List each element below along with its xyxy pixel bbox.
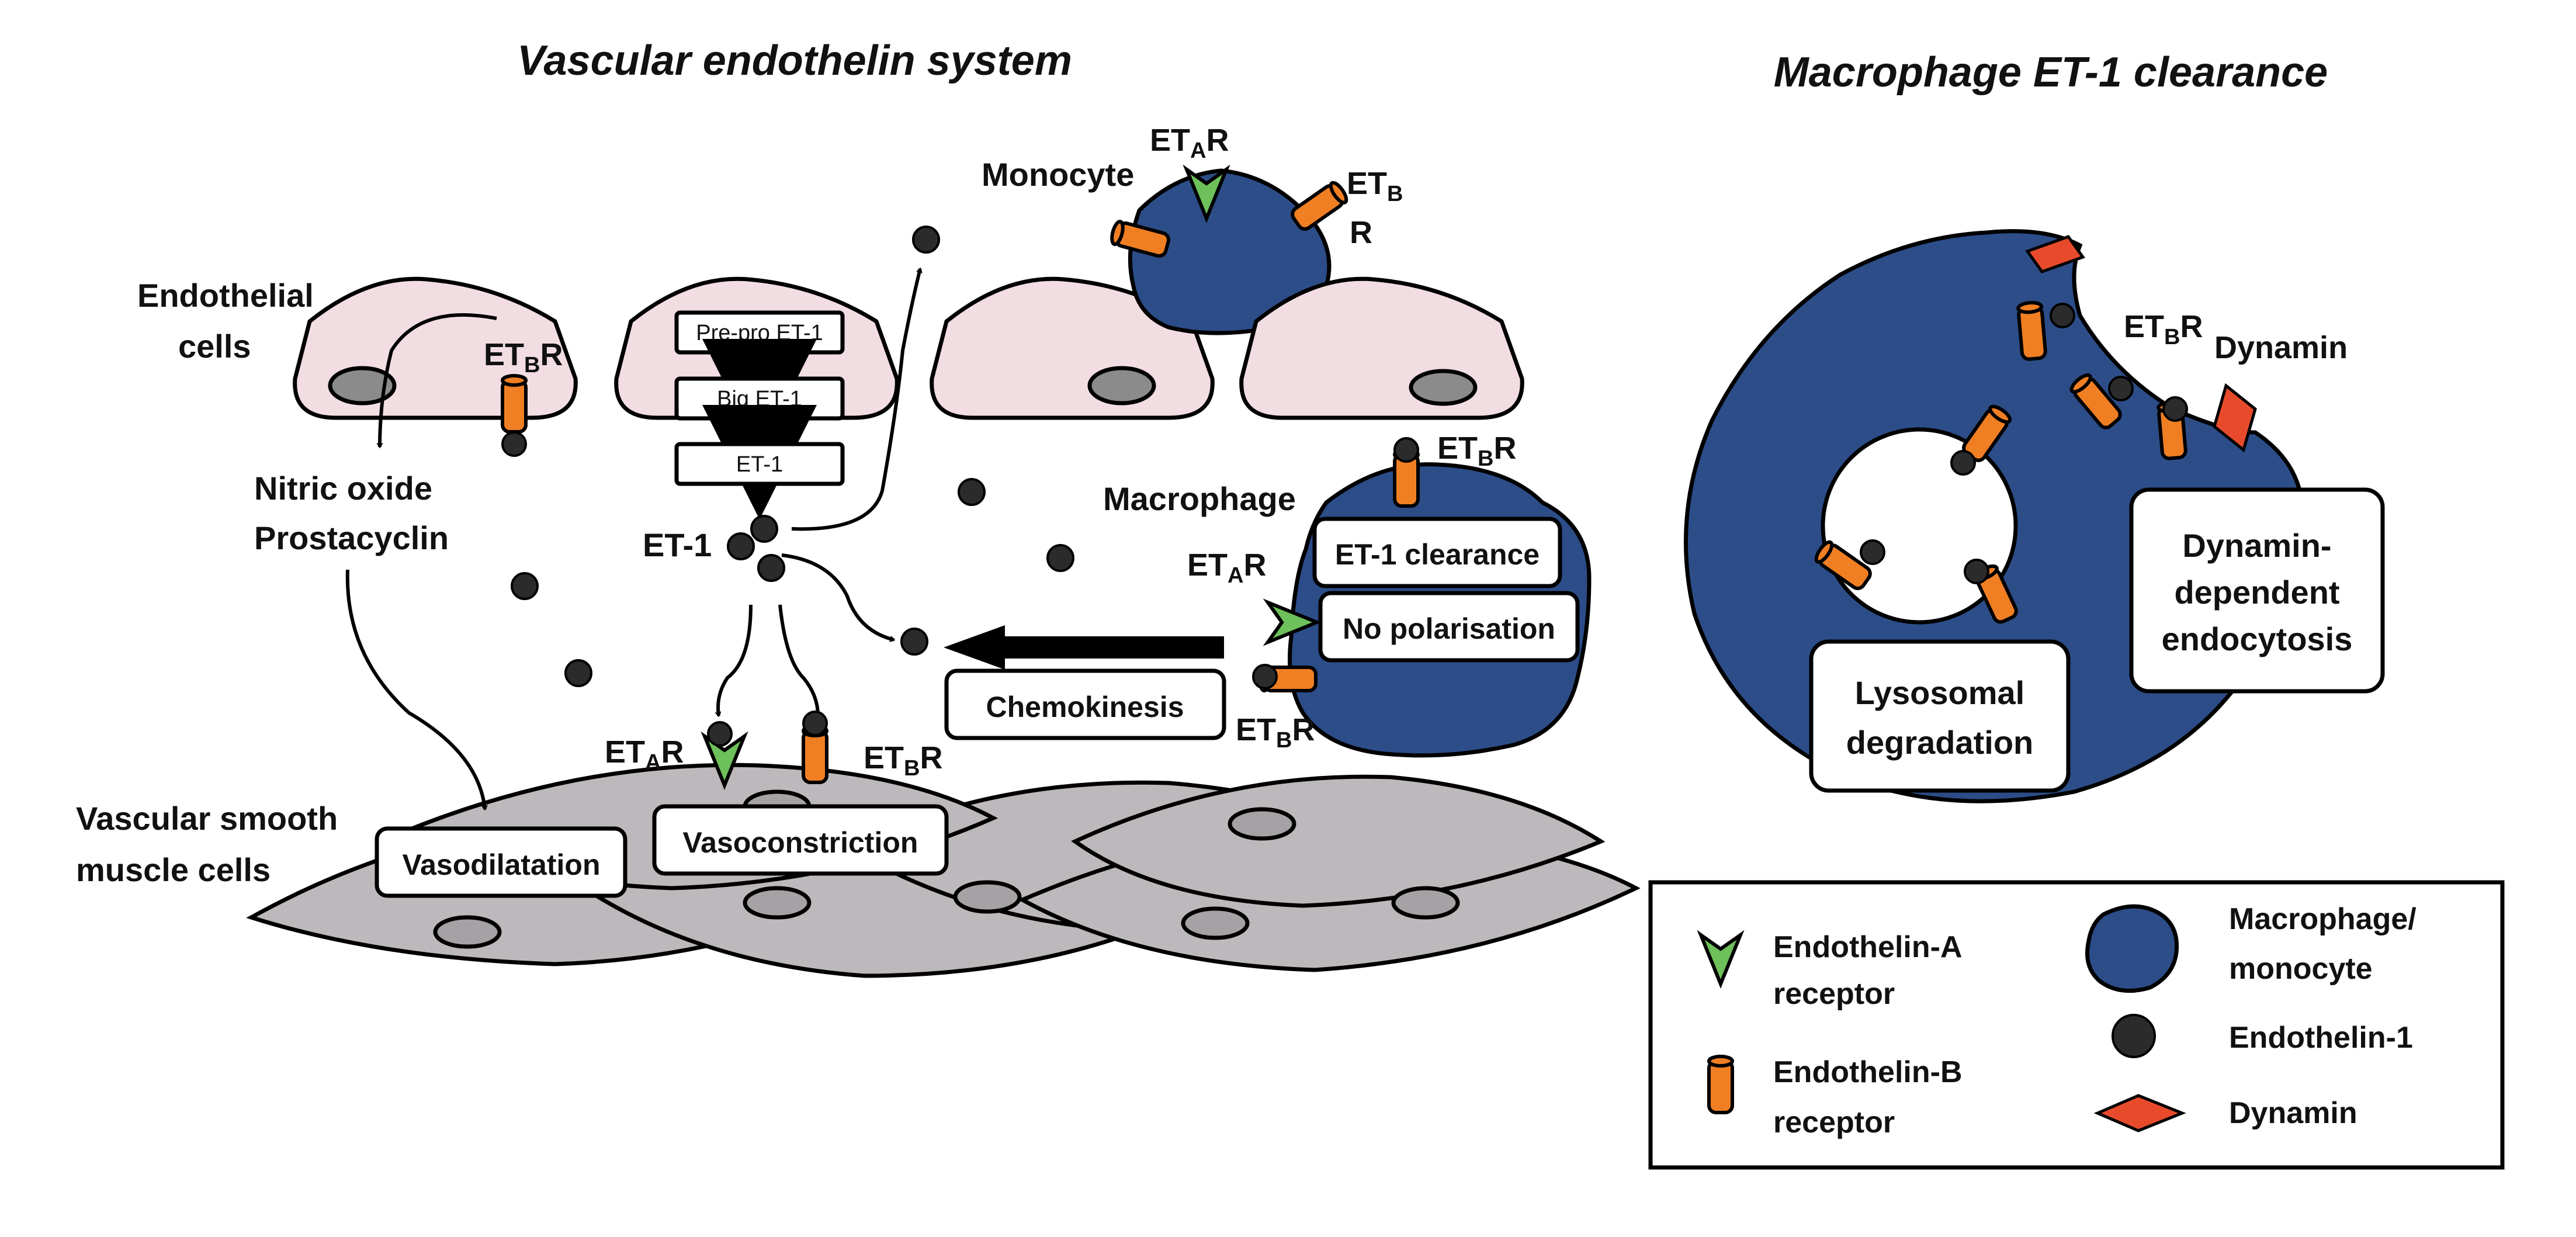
monocyte-etb-receptor-right [1289, 181, 1349, 232]
monocyte-etb-label: ETB [1347, 166, 1403, 206]
legend-eta-line2: receptor [1773, 977, 1895, 1011]
dynamin-right [2213, 383, 2257, 453]
et1-text: ET-1 [736, 452, 783, 477]
macrophage-eta-label: ETAR [1187, 548, 1266, 588]
monocyte-eta-label: ETAR [1150, 123, 1229, 163]
dynamin-dep-text-1: Dynamin- [2182, 527, 2331, 564]
no-polarisation-box [1318, 591, 1580, 663]
dynamin-endocytosis-box [2129, 487, 2385, 694]
vsmc-label-line2: muscle cells [76, 851, 271, 888]
et1-clearance-box [1312, 517, 1562, 588]
macrophage-etb-label-left: ETBR [1236, 712, 1315, 753]
clearance-dynamin-label: Dynamin [2214, 330, 2348, 365]
legend-mac-line2: monocyte [2229, 952, 2373, 986]
clearance-etb-label: ETBR [2124, 309, 2203, 349]
vasodilatation-box [375, 826, 627, 898]
legend-dynamin-icon [2093, 1094, 2186, 1132]
et1-to-etb-arrow [778, 604, 818, 716]
legend-etb-line2: receptor [1773, 1106, 1895, 1139]
endothelial-etb-receptor [502, 376, 526, 432]
legend-et1-icon [2112, 1014, 2156, 1058]
etb-signal-arrow [380, 313, 497, 447]
legend-et1-text: Endothelin-1 [2229, 1021, 2413, 1055]
chemokinesis-box [944, 668, 1226, 740]
vsmc-eta-label: ETAR [605, 734, 684, 775]
legend-box [1648, 880, 2505, 1170]
legend-etb-line1: Endothelin-B [1773, 1055, 1963, 1089]
legend-mac-line1: Macrophage/ [2229, 902, 2416, 936]
macrophage-etb-label-top: ETBR [1437, 431, 1516, 471]
big-et1-text: Big ET-1 [717, 387, 802, 411]
no-polarisation-text: No polarisation [1343, 612, 1555, 645]
endothelial-etb-label: ETBR [484, 337, 563, 377]
vsmc-etb-label: ETBR [864, 740, 942, 781]
monocyte-etb-label-r: R [1350, 215, 1372, 250]
et1-molecules [511, 226, 1074, 687]
dynamin-top [2025, 235, 2085, 273]
et1-box [674, 442, 845, 486]
vasodilatation-arrow [345, 569, 485, 809]
vsmc-label-line1: Vascular smooth [76, 800, 338, 837]
right-title: Macrophage ET-1 clearance [1774, 49, 2328, 96]
et1-to-chemokinesis-arrow [781, 553, 894, 640]
legend-macrophage-icon [2085, 904, 2179, 993]
nitric-oxide-label: Nitric oxide [254, 470, 432, 507]
lysosomal-text-2: degradation [1846, 724, 2033, 761]
legend-eta-line1: Endothelin-A [1773, 930, 1963, 964]
vasoconstriction-box [652, 804, 949, 876]
prostacyclin-label: Prostacyclin [254, 519, 449, 556]
chemokinesis-text: Chemokinesis [986, 691, 1184, 723]
endothelial-label-line1: Endothelial [137, 277, 314, 314]
vasodilatation-text: Vasodilatation [403, 848, 601, 881]
dynamin-dep-text-3: endocytosis [2162, 621, 2353, 657]
legend-etb-icon [1709, 1056, 1732, 1113]
et1-clearance-text: ET-1 clearance [1335, 538, 1540, 571]
lysosomal-degradation-box [1809, 639, 2071, 793]
vasoconstriction-text: Vasoconstriction [683, 826, 918, 859]
pre-pro-et1-text: Pre-pro ET-1 [696, 321, 823, 345]
bound-et1-endothelial [501, 431, 527, 457]
et1-to-eta-arrow [718, 604, 753, 716]
left-title: Vascular endothelin system [517, 37, 1072, 84]
dynamin-dep-text-2: dependent [2174, 574, 2339, 611]
monocyte-label: Monocyte [982, 156, 1134, 193]
macrophage-label: Macrophage [1103, 480, 1296, 517]
endothelial-label-line2: cells [178, 328, 251, 365]
legend-dynamin-text: Dynamin [2229, 1096, 2357, 1130]
et1-to-monocyte-arrow [791, 269, 920, 531]
et1-synthesis-cascade: Pre-pro ET-1 Big ET-1 ET-1 [674, 310, 845, 519]
lysosomal-text-1: Lysosomal [1855, 674, 2024, 711]
et1-label: ET-1 [643, 526, 712, 563]
